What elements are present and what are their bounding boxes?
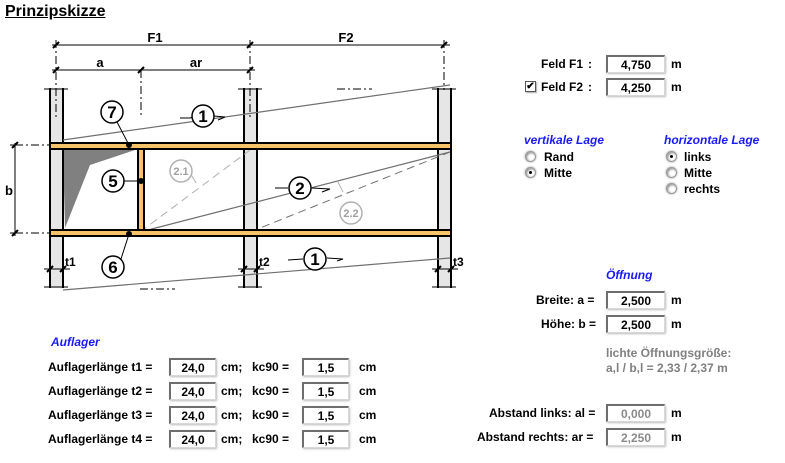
kc90-input[interactable] — [302, 430, 349, 448]
supports-heading: Auflager — [51, 335, 100, 349]
opening-heading: Öffnung — [606, 268, 653, 282]
radio-vertical-mitte[interactable] — [525, 167, 536, 178]
support-length-input[interactable] — [169, 358, 216, 376]
feld-f1-unit: m — [671, 57, 682, 71]
marker-2-1 — [169, 159, 193, 183]
kc90-unit: cm — [359, 360, 377, 374]
kc90-label: kc90 = — [252, 384, 290, 398]
kc90-label: kc90 = — [252, 360, 290, 374]
clear-opening-value: a,l / b,l = 2,33 / 2,37 m — [606, 361, 728, 375]
marker-2-2-label: 2.2 — [343, 208, 358, 220]
support-length-input[interactable] — [169, 382, 216, 400]
kc90-label: kc90 = — [252, 432, 290, 446]
feld-f2-colon: : — [588, 80, 592, 94]
marker-2-2 — [339, 201, 363, 225]
opening-width-unit: m — [671, 293, 682, 307]
marker-6-label: 6 — [108, 258, 117, 277]
marker-2-1-label: 2.1 — [173, 166, 188, 178]
opening-height-input[interactable] — [606, 315, 665, 333]
marker-5 — [101, 169, 125, 193]
distance-left-label: Abstand links: al = — [489, 406, 596, 420]
feld-f2-unit: m — [671, 80, 682, 94]
feld-f2-checkbox[interactable]: ✔ — [525, 81, 536, 92]
kc90-input[interactable] — [302, 406, 349, 424]
marker-6 — [101, 255, 125, 279]
radio-horizontal-rechts[interactable] — [666, 183, 677, 194]
clear-opening-label: lichte Öffnungsgröße: — [606, 346, 732, 360]
distance-right-input[interactable] — [606, 428, 665, 446]
distance-right-unit: m — [671, 430, 682, 444]
support-length-unit: cm; — [221, 432, 243, 446]
radio-vertical-mitte-label[interactable]: Mitte — [544, 166, 572, 180]
kc90-unit: cm — [359, 432, 377, 446]
marker-1-bottom — [303, 247, 327, 271]
distance-right-label: Abstand rechts: ar = — [477, 430, 594, 444]
support-length-label: Auflagerlänge t1 = — [48, 360, 153, 374]
radio-horizontal-mitte[interactable] — [666, 167, 677, 178]
support-length-label: Auflagerlänge t3 = — [48, 408, 153, 422]
kc90-unit: cm — [359, 384, 377, 398]
support-length-input[interactable] — [169, 430, 216, 448]
page-title: Prinzipskizze — [5, 3, 106, 20]
beams — [49, 142, 452, 237]
feld-f1-input[interactable] — [606, 55, 665, 73]
radio-horizontal-rechts-label[interactable]: rechts — [684, 182, 721, 196]
wall-middle — [238, 88, 262, 288]
wall-right — [432, 88, 456, 288]
dim-label-f1: F1 — [147, 30, 162, 45]
radio-horizontal-links[interactable] — [666, 151, 677, 162]
support-length-input[interactable] — [169, 406, 216, 424]
horizontal-position-heading: horizontale Lage — [664, 133, 760, 147]
feld-f1-colon: : — [588, 57, 592, 71]
dimension-lines — [10, 41, 458, 273]
kc90-input[interactable] — [302, 358, 349, 376]
wall-left — [44, 88, 68, 288]
support-length-unit: cm; — [221, 360, 243, 374]
marker-1-top — [191, 104, 215, 128]
dim-label-t3: t3 — [453, 255, 464, 269]
dim-label-t2: t2 — [259, 255, 270, 269]
kc90-input[interactable] — [302, 382, 349, 400]
radio-vertical-rand-label[interactable]: Rand — [544, 150, 574, 164]
opening-shade — [63, 150, 135, 228]
feld-f1-label: Feld F1 — [541, 57, 584, 71]
dim-label-f2: F2 — [338, 30, 353, 45]
marker-5-label: 5 — [108, 172, 117, 191]
radio-vertical-rand[interactable] — [525, 151, 536, 162]
marker-1-bottom-label: 1 — [310, 250, 319, 269]
marker-7-label: 7 — [107, 103, 116, 122]
kc90-unit: cm — [359, 408, 377, 422]
structural-sketch: 7 1 5 2.1 2 2.2 6 1 F1 F2 a ar b t1 t2 t… — [5, 30, 464, 291]
opening-width-label: Breite: a = — [536, 293, 595, 307]
dim-label-ar: ar — [190, 55, 202, 70]
opening-height-unit: m — [671, 317, 682, 331]
radio-horizontal-mitte-label[interactable]: Mitte — [684, 166, 712, 180]
marker-2 — [288, 176, 312, 200]
support-length-label: Auflagerlänge t4 = — [48, 432, 153, 446]
vertical-position-heading: vertikale Lage — [524, 133, 605, 147]
feld-f2-label: Feld F2 — [541, 80, 584, 94]
dim-label-t1: t1 — [65, 255, 76, 269]
support-length-unit: cm; — [221, 408, 243, 422]
marker-2-label: 2 — [295, 179, 304, 198]
marker-1-top-label: 1 — [198, 107, 207, 126]
dim-label-b: b — [5, 183, 13, 198]
feld-f2-input[interactable] — [606, 78, 665, 96]
kc90-label: kc90 = — [252, 408, 290, 422]
distance-left-unit: m — [671, 406, 682, 420]
distance-left-input[interactable] — [606, 404, 665, 422]
dim-label-a: a — [96, 55, 104, 70]
opening-width-input[interactable] — [606, 291, 665, 309]
support-length-label: Auflagerlänge t2 = — [48, 384, 153, 398]
opening-height-label: Höhe: b = — [541, 317, 597, 331]
support-length-unit: cm; — [221, 384, 243, 398]
radio-horizontal-links-label[interactable]: links — [684, 150, 712, 164]
marker-7 — [100, 100, 124, 124]
